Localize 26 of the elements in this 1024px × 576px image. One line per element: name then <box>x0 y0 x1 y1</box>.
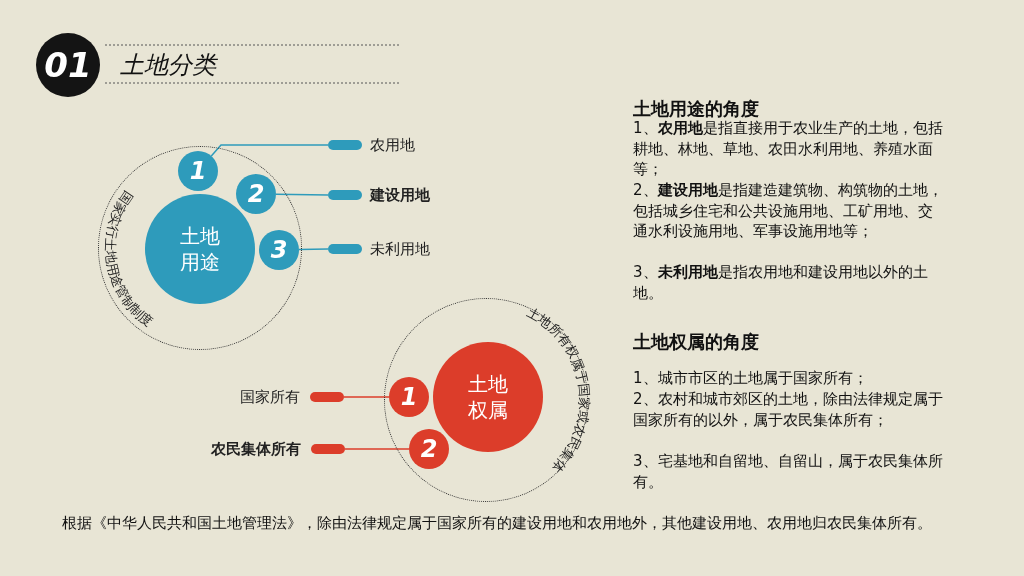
body-paragraph: 3、未利用地是指农用地和建设用地以外的土地。 <box>633 262 929 303</box>
category-label: 未利用地 <box>370 239 430 259</box>
body-paragraph: 1、城市市区的土地属于国家所有； <box>633 368 869 389</box>
body-paragraph: 3、宅基地和自留地、自留山，属于农民集体所有。 <box>633 451 944 492</box>
body-paragraph: 2、农村和城市郊区的土地，除由法律规定属于国家所有的以外，属于农民集体所有； <box>633 389 944 430</box>
footnote: 根据《中华人民共和国土地管理法》，除由法律规定属于国家所有的建设用地和农用地外，其他建设用地、农用地归农民集体所有。 <box>62 513 933 534</box>
page-title: 土地分类 <box>120 50 216 81</box>
connector-line <box>343 396 390 398</box>
body-paragraph: 2、建设用地是指建造建筑物、构筑物的土地，包括城乡住宅和公共设施用地、工矿用地、交通水利设施用地、军事设施用地等； <box>633 180 944 242</box>
number-circle: 2 <box>236 174 276 214</box>
section-heading: 土地权属的角度 <box>633 330 759 354</box>
category-label: 农用地 <box>370 135 415 155</box>
category-label: 农民集体所有 <box>211 439 301 459</box>
connector-line <box>344 448 410 450</box>
connector-line <box>210 144 329 157</box>
section-heading: 土地用途的角度 <box>633 97 759 120</box>
category-label: 国家所有 <box>240 387 300 407</box>
number-circle: 3 <box>259 230 299 270</box>
connector-line <box>275 193 329 196</box>
category-label: 建设用地 <box>370 185 430 205</box>
number-circle: 2 <box>409 429 449 469</box>
number-badge: 01 <box>36 33 100 97</box>
body-paragraph: 1、农用地是指直接用于农业生产的土地，包括耕地、林地、草地、农田水利用地、养殖水面等； <box>633 118 944 180</box>
number-circle: 1 <box>178 151 218 191</box>
number-circle: 1 <box>389 377 429 417</box>
connector-line <box>298 248 329 251</box>
